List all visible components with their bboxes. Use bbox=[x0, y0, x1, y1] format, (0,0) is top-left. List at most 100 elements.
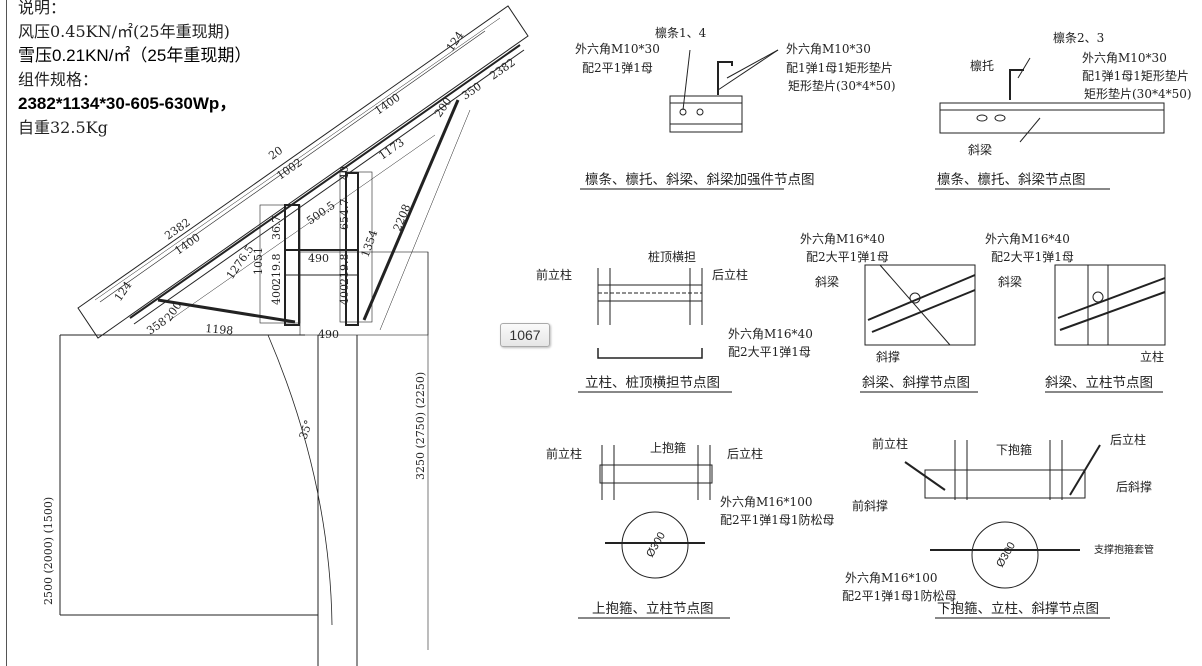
dim-400-front: 400 bbox=[270, 284, 283, 305]
d3-bolt-label: 外六角M16*40 bbox=[728, 327, 813, 341]
d7-title: 下抱箍、立柱、斜撑节点图 bbox=[937, 600, 1099, 617]
dim-1051: 1051 bbox=[252, 247, 265, 275]
notes-title: 说明： bbox=[18, 0, 67, 17]
detail-1-labels: 檩条1、4 外六角M10*30 配2平1弹1母 外六角M10*30 配1弹1母1… bbox=[575, 25, 896, 188]
d3-bolt-spec: 配2大平1弹1母 bbox=[728, 345, 811, 359]
dim-1198: 1198 bbox=[205, 322, 234, 337]
design-notes: 说明： 风压0.45KN/㎡(25年重现期) 雪压0.21KN/㎡（25年重现期… bbox=[18, 0, 251, 140]
detail-6-labels: 前立柱 上抱箍 后立柱 外六角M16*100 配2平1弹1母1防松母 Ø300 … bbox=[546, 440, 835, 617]
self-weight: 自重32.5Kg bbox=[18, 118, 108, 137]
detail-beam-post bbox=[1045, 264, 1166, 393]
detail-upper-hoop bbox=[578, 445, 730, 619]
d2-title: 檩条、檩托、斜梁节点图 bbox=[937, 171, 1086, 188]
d7-sleeve-label: 支撑抱箍套管 bbox=[1094, 543, 1154, 556]
detail-beam-brace bbox=[860, 264, 978, 393]
d1-title: 檩条、檩托、斜梁、斜梁加强件节点图 bbox=[585, 171, 815, 188]
dim-height-right: 3250 (2750) (2250) bbox=[414, 372, 427, 480]
dim-2382-top: 2382 bbox=[487, 56, 517, 83]
d1-bolt-spec: 配2平1弹1母 bbox=[582, 61, 653, 75]
d6-back-post: 后立柱 bbox=[727, 446, 763, 461]
d6-title: 上抱箍、立柱节点图 bbox=[592, 600, 714, 617]
d2-purlin-label: 檩条2、3 bbox=[1053, 30, 1104, 45]
d7-bolt-spec: 配2平1弹1母1防松母 bbox=[842, 588, 957, 603]
d3-title: 立柱、桩顶横担节点图 bbox=[585, 375, 720, 391]
back-brace bbox=[362, 99, 460, 321]
dim-height-left: 2500 (2000) (1500) bbox=[42, 497, 55, 605]
wind-pressure: 风压0.45KN/㎡(25年重现期) bbox=[18, 22, 230, 41]
dim-490-upper: 490 bbox=[308, 252, 329, 265]
d2-bolt-spec: 配1弹1母1矩形垫片 bbox=[1082, 68, 1189, 83]
left-border bbox=[6, 0, 7, 666]
dim-20: 20 bbox=[266, 144, 285, 163]
front-brace bbox=[157, 298, 296, 324]
d7-diameter: Ø300 bbox=[994, 540, 1018, 569]
detail-purlin-reinforcement bbox=[580, 49, 784, 190]
d7-back-post: 后立柱 bbox=[1110, 432, 1146, 447]
d2-bracket-label: 檩托 bbox=[970, 58, 994, 73]
dim-1400-top: 1400 bbox=[372, 91, 402, 118]
d3-front-post: 前立柱 bbox=[536, 267, 572, 282]
d2-bolt-label: 外六角M10*30 bbox=[1082, 51, 1167, 65]
d4-beam-label: 斜梁 bbox=[815, 274, 839, 289]
d6-bolt-spec: 配2平1弹1母1防松母 bbox=[720, 512, 835, 527]
d1-bolt2-spec: 配1弹1母1矩形垫片 bbox=[786, 60, 893, 75]
detail-4-labels: 外六角M16*40 配2大平1弹1母 斜梁 斜撑 斜梁、斜撑节点图 bbox=[800, 232, 970, 391]
main-elevation bbox=[59, 5, 529, 666]
d2-washer-spec: 矩形垫片(30*4*50) bbox=[1084, 86, 1192, 101]
d2-beam-label: 斜梁 bbox=[968, 142, 992, 157]
dim-500: 500.5 bbox=[304, 199, 337, 228]
dim-654: 654.7 bbox=[338, 199, 351, 231]
d3-back-post: 后立柱 bbox=[712, 267, 748, 282]
dim-124-right: 124 bbox=[444, 29, 467, 54]
d4-bolt-label: 外六角M16*40 bbox=[800, 232, 885, 246]
front-post bbox=[284, 204, 300, 326]
module-spec: 2382*1134*30-605-630Wp， bbox=[18, 94, 237, 113]
dim-angle: 35° bbox=[297, 418, 316, 441]
d7-front-post: 前立柱 bbox=[872, 436, 908, 451]
main-dimensions: 2382 1400 2382 1400 20 1002 1173 2208 12… bbox=[42, 29, 518, 605]
d6-hoop-label: 上抱箍 bbox=[650, 440, 686, 455]
snow-pressure: 雪压0.21KN/㎡（25年重现期） bbox=[18, 46, 252, 65]
dimension-tooltip: 1067 bbox=[500, 323, 550, 347]
detail-7-labels: 前立柱 下抱箍 后立柱 前斜撑 后斜撑 支撑抱箍套管 外六角M16*100 配2… bbox=[842, 432, 1154, 617]
detail-post-beam bbox=[578, 268, 732, 393]
rafter-beam bbox=[129, 44, 521, 319]
detail-lower-hoop bbox=[904, 440, 1110, 619]
dim-219-back: 219.8 bbox=[338, 254, 351, 286]
solar-panel-outline bbox=[77, 5, 529, 339]
dim-36-7: 36.7 bbox=[270, 216, 283, 241]
d6-bolt-label: 外六角M16*100 bbox=[720, 495, 812, 509]
d5-title: 斜梁、立柱节点图 bbox=[1045, 375, 1153, 391]
dim-490-lower: 490 bbox=[318, 328, 339, 341]
dim-2208: 2208 bbox=[391, 202, 414, 233]
d1-washer-spec: 矩形垫片(30*4*50) bbox=[788, 78, 896, 93]
d7-back-brace: 后斜撑 bbox=[1116, 479, 1152, 494]
angle-arc bbox=[267, 334, 333, 626]
d5-bolt-label: 外六角M16*40 bbox=[985, 232, 1070, 246]
detail-3-labels: 前立柱 桩顶横担 后立柱 外六角M16*40 配2大平1弹1母 立柱、桩顶横担节… bbox=[536, 249, 813, 391]
d4-brace-label: 斜撑 bbox=[876, 349, 900, 364]
d7-bolt-label: 外六角M16*100 bbox=[845, 571, 937, 585]
d3-beam-label: 桩顶横担 bbox=[648, 249, 696, 264]
module-heading: 组件规格： bbox=[18, 70, 99, 89]
d7-hoop-label: 下抱箍 bbox=[996, 442, 1032, 457]
d4-title: 斜梁、斜撑节点图 bbox=[862, 375, 970, 391]
dim-400-back: 400 bbox=[338, 284, 351, 305]
dim-40: 40 bbox=[338, 166, 351, 180]
d5-beam-label: 斜梁 bbox=[998, 274, 1022, 289]
d4-bolt-spec: 配2大平1弹1母 bbox=[806, 250, 889, 264]
dim-350: 350 bbox=[459, 80, 484, 103]
d1-bolt2-label: 外六角M10*30 bbox=[786, 42, 871, 56]
detail-purlin-bracket bbox=[935, 57, 1165, 190]
d6-front-post: 前立柱 bbox=[546, 446, 582, 461]
dim-1354: 1354 bbox=[359, 228, 381, 259]
detail-2-labels: 檩条2、3 檩托 外六角M10*30 配1弹1母1矩形垫片 矩形垫片(30*4*… bbox=[937, 30, 1192, 188]
d5-bolt-spec: 配2大平1弹1母 bbox=[991, 250, 1074, 264]
d1-bolt-label: 外六角M10*30 bbox=[575, 42, 660, 56]
d7-front-brace: 前斜撑 bbox=[852, 498, 888, 513]
dim-219-front: 219.8 bbox=[270, 254, 283, 286]
d5-post-label: 立柱 bbox=[1140, 349, 1164, 364]
d6-diameter: Ø300 bbox=[644, 530, 668, 559]
detail-5-labels: 外六角M16*40 配2大平1弹1母 斜梁 立柱 斜梁、立柱节点图 bbox=[985, 232, 1164, 391]
